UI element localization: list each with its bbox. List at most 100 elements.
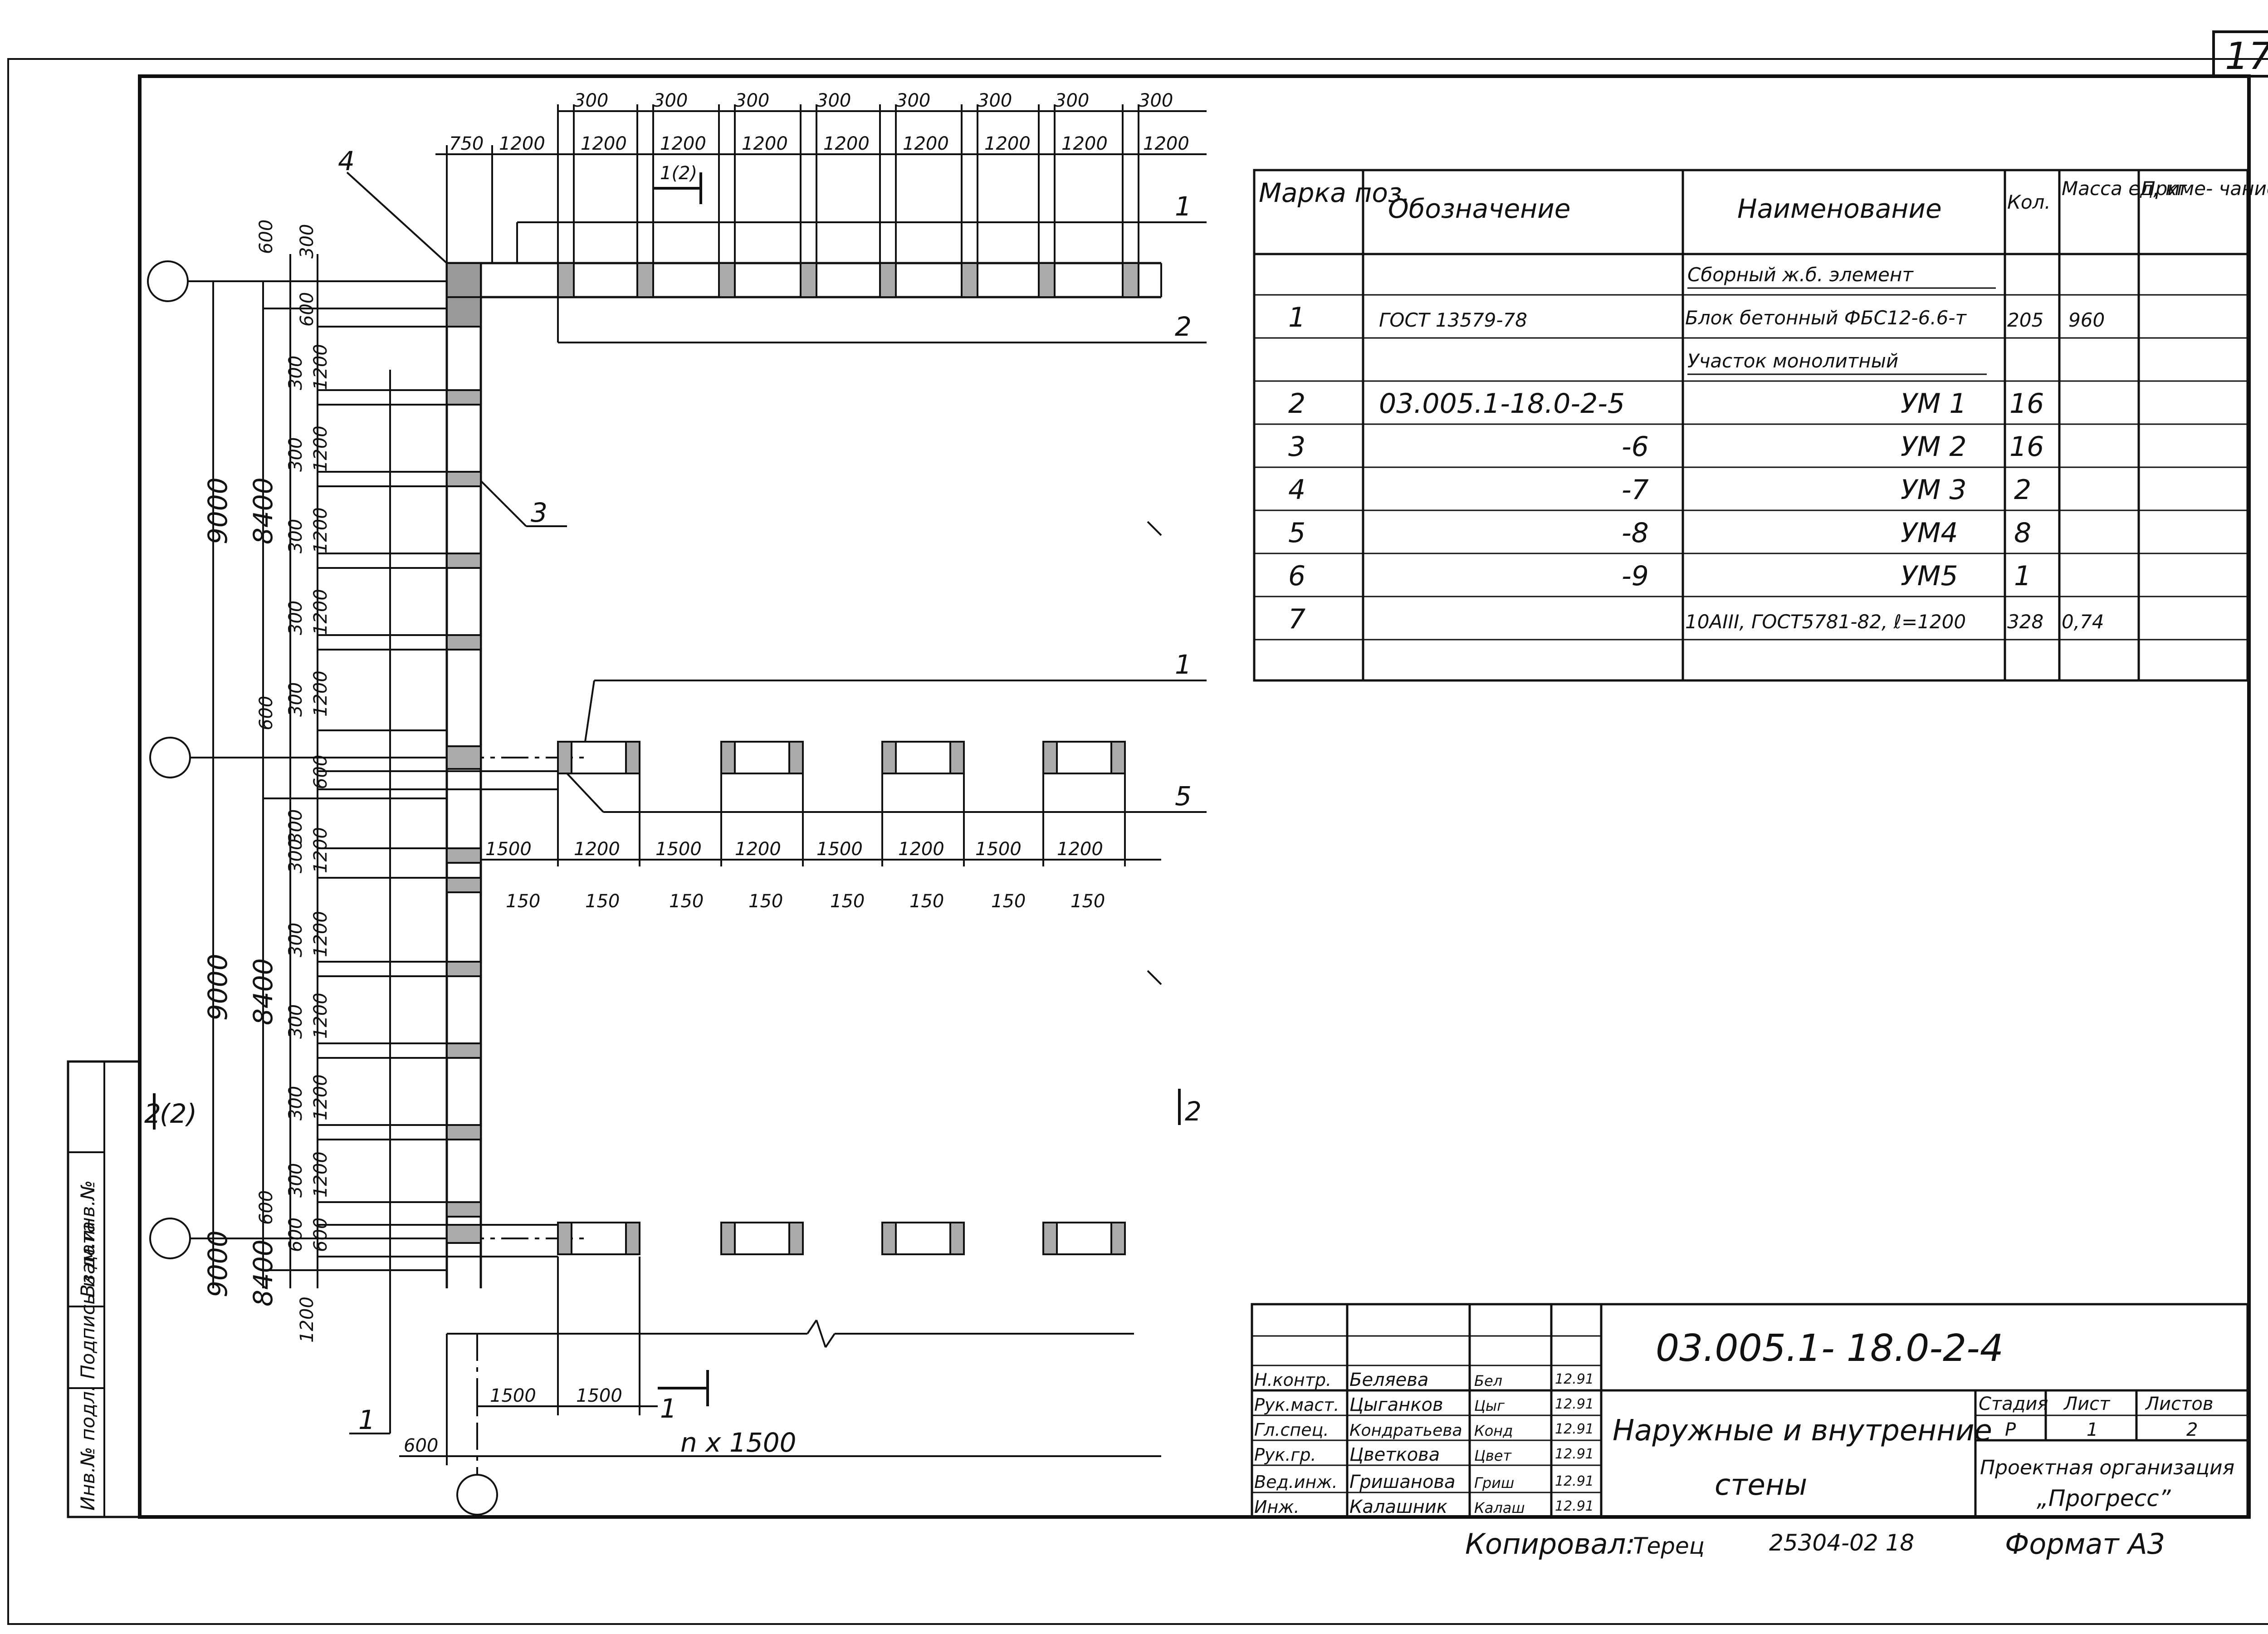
dim-left-inner: 300 — [285, 1086, 306, 1120]
dim-bottom: 600 — [404, 1435, 438, 1456]
spec-table-text: Марка поз. Обозначение Наименование Кол.… — [1259, 177, 2268, 635]
tb-name: Кондратьева — [1349, 1421, 1462, 1440]
dim-top-upper: 300 — [735, 90, 769, 111]
dim-left-outer: 9000 — [202, 477, 233, 544]
dim-mid-short: 150 — [991, 891, 1026, 912]
section-mark-right-number: 2 — [1185, 1096, 1202, 1127]
tb-stage: Р — [2005, 1419, 2016, 1440]
dim-left-inner: 1200 — [297, 1296, 318, 1343]
spec-header-note: Приме- чание — [2141, 177, 2268, 200]
footer-doc-number: 25304-02 18 — [1769, 1530, 1914, 1556]
tb-role: Рук.маст. — [1254, 1395, 1339, 1415]
spec-row-qty: 8 — [2014, 517, 2031, 549]
dim-top-lower: 750 — [449, 133, 484, 154]
dim-mid-long: 1500 — [975, 839, 1022, 860]
title-block-text: 03.005.1- 18.0-2-4 Наружные и внутренние… — [1254, 1327, 2234, 1517]
dim-left-inner: 600 — [285, 1218, 306, 1252]
spec-row-pos: 5 — [1288, 517, 1305, 549]
dim-mid-short: 150 — [585, 891, 620, 912]
dim-left-inner: 1200 — [310, 670, 331, 717]
spec-row-qty: 328 — [2007, 611, 2043, 633]
dim-left-inner: 300 — [297, 224, 318, 259]
title-block — [1251, 1303, 2249, 1519]
stamp-inv-orig: Инв.№ подл. — [77, 1385, 99, 1511]
spec-row-designation: -8 — [1622, 517, 1649, 549]
tb-date: 12.91 — [1555, 1473, 1594, 1489]
dim-mid-long: 1500 — [655, 839, 702, 860]
dim-left-short: 600 — [256, 696, 277, 730]
dim-top-upper: 300 — [816, 90, 851, 111]
dim-left-inner: 300 — [285, 1163, 306, 1198]
dim-left-inner: 1200 — [310, 589, 331, 635]
dim-top-lower: 1200 — [823, 133, 870, 154]
stamp-inv-repl: Взам.инв.№ — [77, 1180, 99, 1297]
spec-row-name: УМ 3 — [1901, 474, 1967, 506]
tb-role: Гл.спец. — [1254, 1420, 1329, 1440]
tb-signature: Гриш — [1474, 1474, 1514, 1492]
dim-left-inner: 1200 — [310, 426, 331, 472]
tb-sheet: 1 — [2087, 1419, 2098, 1440]
leader-label-1-top: 1 — [1175, 191, 1192, 222]
leader-label-1-mid: 1 — [1175, 649, 1192, 680]
footer-copied-label: Копировал: — [1465, 1527, 1635, 1561]
dim-mid-long: 1200 — [898, 839, 944, 860]
spec-row-qty: 205 — [2007, 309, 2043, 331]
dim-left-inner: 1200 — [310, 827, 331, 873]
axis-bubble-bottom — [456, 1474, 498, 1516]
dim-left-inner: 1200 — [310, 507, 331, 553]
dim-left-inner: 300 — [285, 682, 306, 717]
tb-name: Калашник — [1349, 1497, 1447, 1517]
tb-name: Беляева — [1349, 1370, 1428, 1390]
dim-bottom-formula: n x 1500 — [680, 1427, 797, 1458]
dim-top-lower: 1200 — [742, 133, 788, 154]
spec-row-mass: 960 — [2068, 309, 2105, 331]
dim-mid-short: 150 — [909, 891, 944, 912]
plan-drawing — [147, 104, 1207, 1516]
dim-left-short: 600 — [256, 1190, 277, 1225]
leader-label-5: 5 — [1175, 781, 1192, 812]
leader-label-1-bottom: 1 — [358, 1404, 375, 1435]
dim-top-upper: 300 — [896, 90, 930, 111]
sheet-frame — [138, 74, 2251, 1519]
left-dimension-texts: 9000 9000 9000 8400 8400 8400 600 600 60… — [202, 220, 331, 1343]
tb-signature: Цвет — [1474, 1447, 1512, 1464]
dim-left-inner: 600 — [297, 292, 318, 327]
dim-left-inner: 300 — [285, 601, 306, 635]
dim-left-inner: 600 — [310, 1218, 331, 1252]
dim-left-inner: 1200 — [310, 993, 331, 1039]
dim-top-lower: 1200 — [903, 133, 949, 154]
tb-role: Инж. — [1254, 1497, 1300, 1517]
axis-bubble-middle — [149, 737, 191, 778]
spec-row-qty: 16 — [2009, 388, 2044, 420]
tb-sheets-label: Листов — [2145, 1394, 2213, 1414]
dim-bottom: 1500 — [576, 1385, 622, 1406]
spec-row-qty: 2 — [2014, 474, 2031, 506]
spec-row-name: УМ 1 — [1901, 388, 1967, 420]
doc-code: 03.005.1- 18.0-2-4 — [1656, 1327, 2004, 1370]
leader-label-4: 4 — [338, 146, 355, 176]
section-mark-top-label: 1(2) — [660, 163, 697, 184]
spec-row-designation: -7 — [1622, 474, 1649, 506]
tb-name: Цыганков — [1349, 1394, 1443, 1415]
dim-left-mid: 8400 — [248, 1239, 279, 1306]
spec-row-name: УМ5 — [1901, 560, 1958, 592]
spec-row-pos: 3 — [1288, 431, 1305, 463]
spec-row-name: УМ 2 — [1901, 431, 1967, 463]
dim-left-mid: 8400 — [248, 958, 279, 1025]
dim-top-upper: 300 — [1139, 90, 1173, 111]
dim-left-inner: 600 — [310, 755, 331, 789]
spec-row-name: УМ4 — [1901, 517, 1958, 549]
spec-row-qty: 16 — [2009, 431, 2044, 463]
leader-label-2: 2 — [1175, 311, 1192, 342]
tb-date: 12.91 — [1555, 1446, 1594, 1462]
leader-label-3: 3 — [531, 497, 547, 528]
dim-mid-long: 1500 — [485, 839, 532, 860]
spec-header-pos: Марка поз. — [1259, 177, 1410, 208]
tb-role: Н.контр. — [1254, 1370, 1331, 1390]
spec-row-qty: 1 — [2014, 560, 2031, 592]
tb-org-line2: „Прогресс” — [2037, 1485, 2171, 1512]
tb-name: Цветкова — [1349, 1444, 1440, 1465]
dim-top-upper: 300 — [1055, 90, 1089, 111]
tb-name: Гришанова — [1349, 1472, 1456, 1492]
doc-title-line2: стены — [1715, 1468, 1807, 1502]
